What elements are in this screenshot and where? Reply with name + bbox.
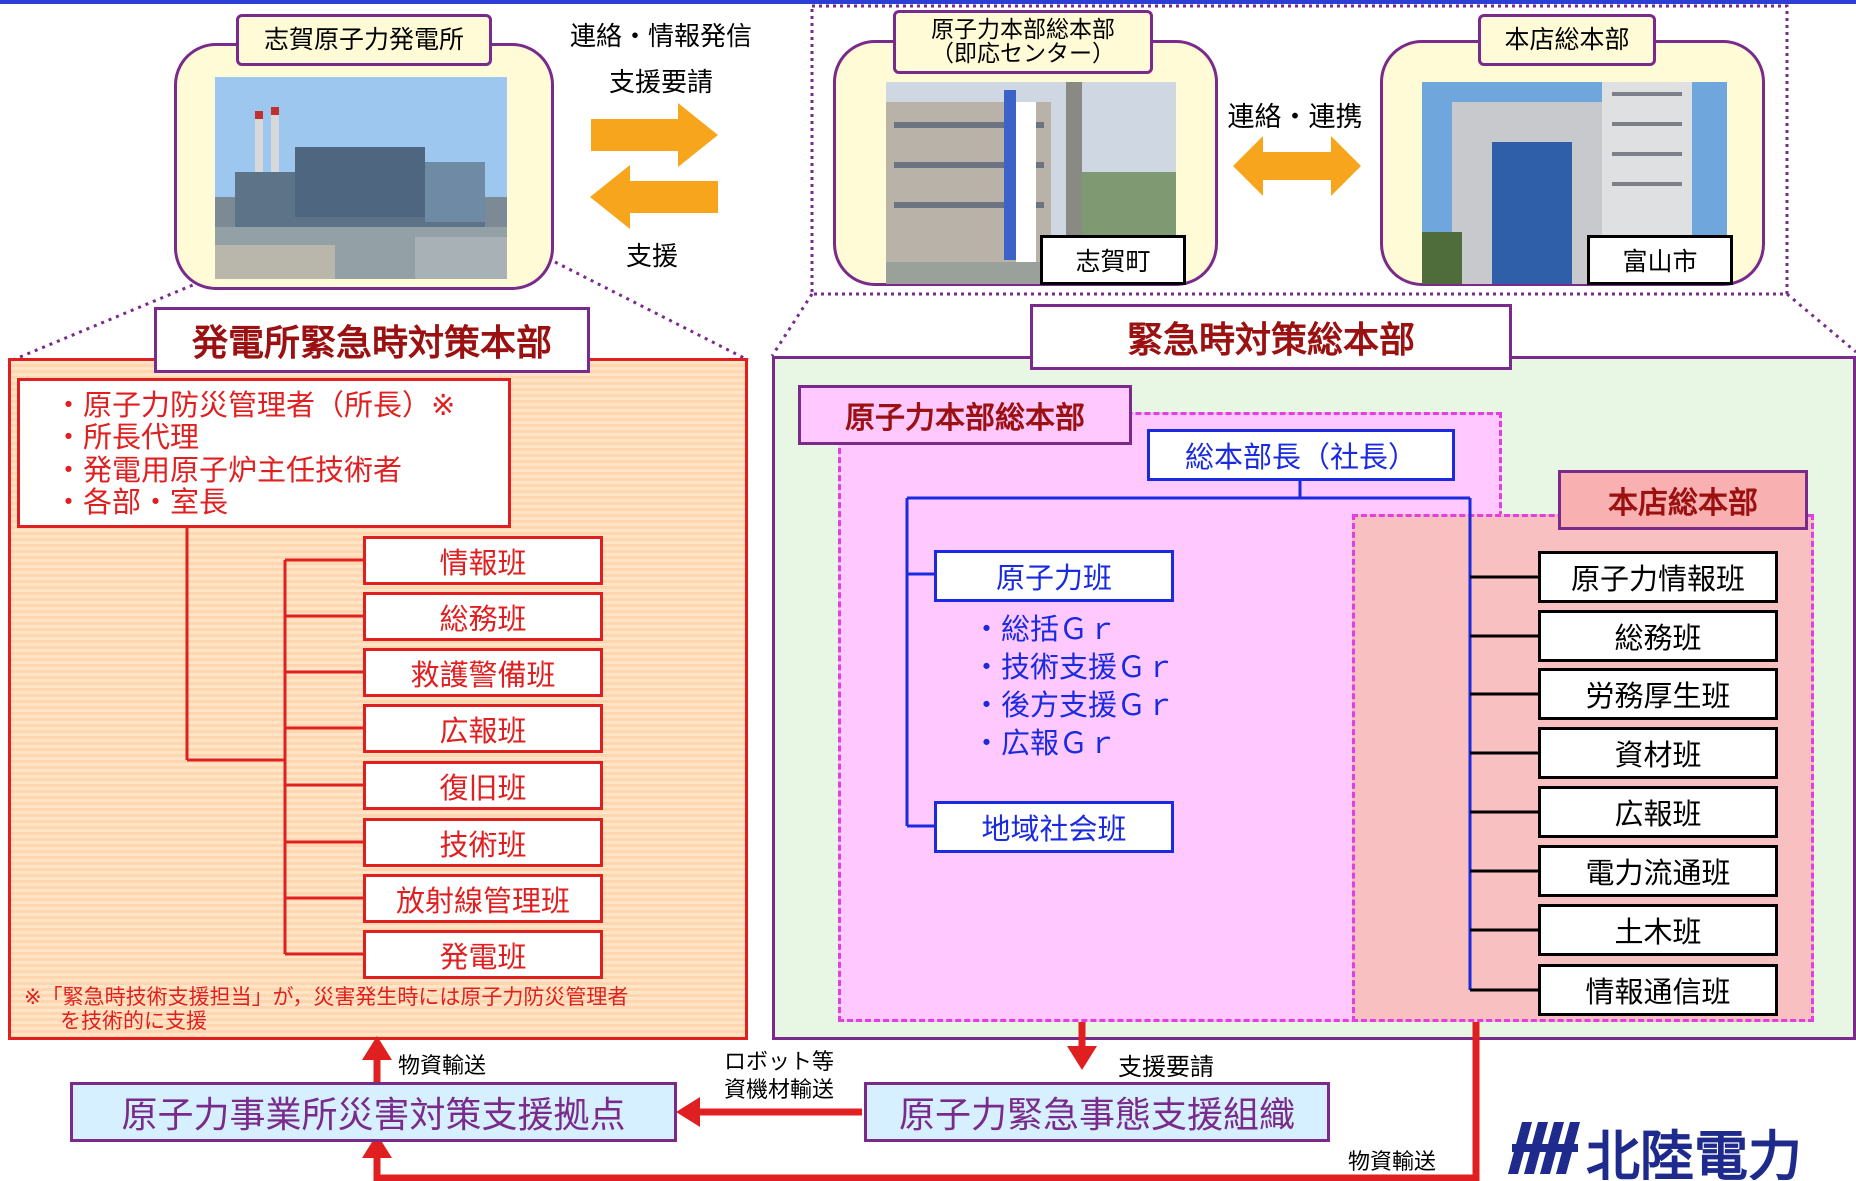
nuclear-hq-city: 志賀町 [1040, 235, 1186, 285]
nuclear-hq-photo-image [886, 82, 1176, 284]
ho-team-civil-engineering: 土木班 [1538, 904, 1778, 956]
ho-team-labor-welfare: 労務厚生班 [1538, 668, 1778, 720]
hokuriku-logo-icon [1508, 1122, 1580, 1174]
plant-hq-note: ※「緊急時技術支援担当」が，災害発生時には原子力防災管理者 を技術的に支援 [24, 985, 736, 1035]
team-rescue-security: 救護警備班 [363, 648, 603, 697]
team-technical: 技術班 [363, 818, 603, 867]
plant-hq-title: 発電所緊急時対策本部 [154, 307, 590, 373]
manager-line-1: ・原子力防災管理者（所長）※ [54, 388, 456, 422]
note-line-2: を技術的に支援 [60, 1009, 207, 1033]
plant-managers-box: ・原子力防災管理者（所長）※ ・所長代理 ・発電用原子炉主任技術者 ・各部・室長 [17, 378, 511, 528]
hq-dotted-frame [810, 4, 1789, 296]
manager-line-3: ・発電用原子炉主任技術者 [54, 452, 403, 487]
nuclear-hq-label-line1: 原子力本部総本部 [931, 16, 1115, 43]
group-general: ・総括Ｇｒ [972, 612, 1118, 646]
note-line-1: ※「緊急時技術支援担当」が，災害発生時には原子力防災管理者 [24, 985, 629, 1009]
head-office-city: 富山市 [1587, 235, 1733, 285]
material-transport-left-label: 物資輸送 [398, 1054, 487, 1079]
left-arrow [590, 165, 718, 229]
ho-team-public-relations: 広報班 [1538, 786, 1778, 838]
group-tech-support: ・技術支援Ｇｒ [972, 650, 1176, 684]
nuclear-team-box: 原子力班 [934, 550, 1174, 602]
group-logistics: ・後方支援Ｇｒ [972, 688, 1176, 722]
link-double-arrow [1233, 136, 1361, 196]
plant-site-label: 志賀原子力発電所 [236, 14, 492, 66]
nuclear-groups-list: ・総括Ｇｒ ・技術支援Ｇｒ ・後方支援Ｇｒ ・広報Ｇｒ [972, 610, 1232, 766]
head-office-label: 本店総本部 [1478, 14, 1656, 66]
manager-line-4: ・各部・室長 [54, 485, 229, 520]
link-label: 連絡・連携 [1227, 101, 1363, 133]
nuclear-hq-photo [886, 82, 1176, 284]
group-public-relations: ・広報Ｇｒ [972, 726, 1118, 760]
plant-dotted-left [7, 280, 201, 364]
support-request-label: 支援要請 [1118, 1053, 1214, 1081]
team-radiation-control: 放射線管理班 [363, 874, 603, 923]
nuclear-hq-label-line2: （即応センター） [931, 41, 1115, 67]
arrow-top-label-2: 支援要請 [608, 67, 713, 98]
top-border-line [0, 0, 1856, 4]
arrow-bottom-label: 支援 [625, 241, 678, 272]
support-org-box: 原子力緊急事態支援組織 [864, 1082, 1330, 1142]
head-office-subtitle: 本店総本部 [1558, 470, 1808, 530]
ho-team-power-distribution: 電力流通班 [1538, 845, 1778, 897]
community-team-box: 地域社会班 [934, 801, 1174, 853]
team-power-generation: 発電班 [363, 930, 603, 979]
robot-label-line2: 資機材輸送 [723, 1078, 834, 1103]
company-logo-text: 北陸電力 [1586, 1125, 1802, 1180]
nuclear-hq-subtitle: 原子力本部総本部 [798, 385, 1132, 445]
ho-team-general-affairs: 総務班 [1538, 610, 1778, 662]
team-general-affairs: 総務班 [363, 592, 603, 641]
team-public-relations: 広報班 [363, 704, 603, 753]
team-restoration: 復旧班 [363, 761, 603, 810]
plant-tree-lines [185, 528, 363, 956]
chief-box: 総本部長（社長） [1147, 429, 1455, 481]
material-transport-loop [373, 1022, 1480, 1181]
exchange-arrows [590, 103, 718, 229]
right-arrow [591, 103, 718, 167]
robot-label-line1: ロボット等 [723, 1050, 834, 1075]
nuclear-hq-label: 原子力本部総本部 （即応センター） [893, 10, 1153, 74]
ho-team-nuclear-info: 原子力情報班 [1538, 551, 1778, 603]
arrow-top-label-1: 連絡・情報発信 [569, 21, 752, 52]
team-info: 情報班 [363, 536, 603, 585]
ho-team-materials: 資材班 [1538, 727, 1778, 779]
general-hq-title: 緊急時対策総本部 [1030, 304, 1512, 370]
plant-photo-image [215, 77, 507, 279]
support-base-box: 原子力事業所災害対策支援拠点 [70, 1082, 677, 1142]
material-transport-right-label: 物資輸送 [1348, 1150, 1437, 1175]
ho-team-it-communications: 情報通信班 [1538, 964, 1778, 1016]
manager-line-2: ・所長代理 [54, 420, 200, 455]
plant-photo [215, 77, 507, 279]
